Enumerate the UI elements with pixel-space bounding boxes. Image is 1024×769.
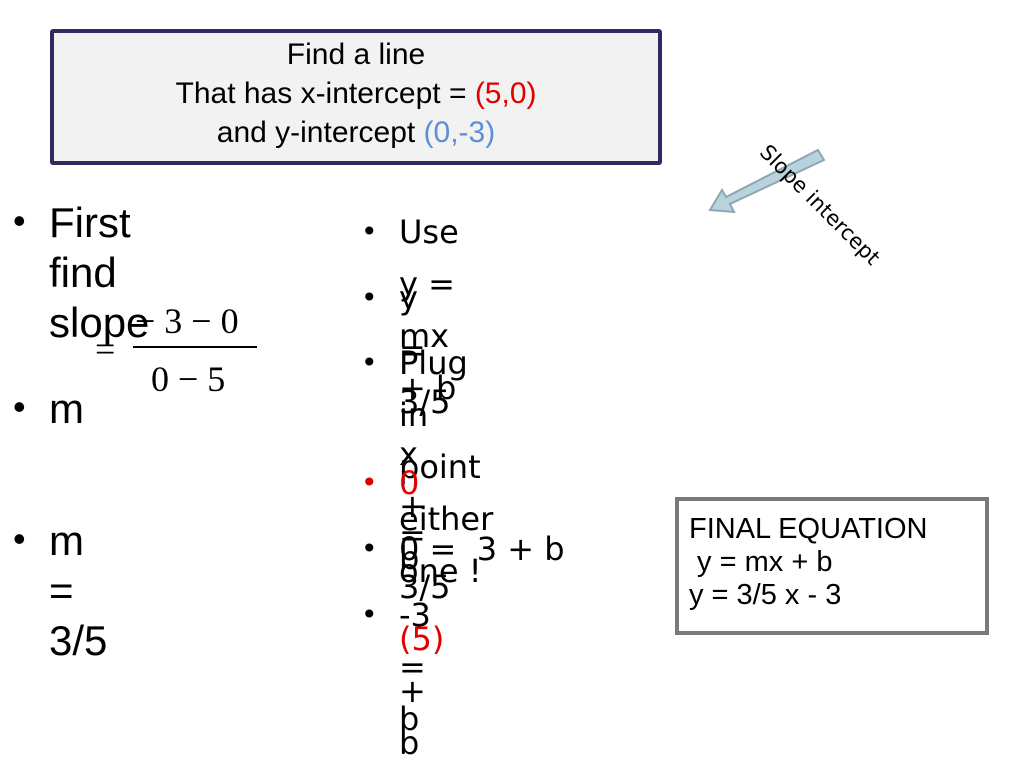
bullet-dot-icon: •: [361, 346, 378, 379]
bullet-dot-icon: •: [361, 281, 378, 314]
bullet-dot-icon: •: [13, 386, 26, 427]
either-one-text: either one !: [399, 500, 494, 590]
plug-in-text: Plug in point: [399, 344, 481, 486]
use-formula-text: Use y = mx + b: [399, 213, 459, 407]
bullet-substituted: • y = 3/5 x + b: [361, 272, 451, 584]
slope-text: slope: [49, 299, 150, 346]
fraction-bar: [133, 346, 257, 348]
bullet-dot-icon: •: [361, 598, 378, 631]
bullet-first-find-slope: • First find slope: [13, 198, 150, 348]
final-equation-result: y = 3/5 x - 3: [689, 579, 842, 611]
bullet-dot-icon: •: [13, 200, 26, 241]
x-intercept-point: (5,0): [474, 77, 537, 110]
final-equation-box: FINAL EQUATION y = mx + b y = 3/5 x - 3: [675, 497, 989, 635]
bullet-plug-in: • Plug in point either one !: [361, 337, 494, 597]
m-text: m: [49, 385, 84, 432]
bullet-use-formula: • Use y = mx + b: [361, 206, 459, 414]
bullet-m: • m: [13, 384, 84, 434]
bullet-m-value: • m = 3/5: [13, 516, 108, 666]
fraction-numerator: − 3 − 0: [135, 301, 239, 341]
bullet-dot-icon: •: [13, 518, 26, 559]
bullet-simplified: • 0 = 3 + b: [361, 523, 565, 575]
title-line-3-text: and y-intercept: [216, 116, 424, 149]
bullet-dot-icon: •: [361, 215, 378, 248]
title-line-2-text: That has x-intercept =: [175, 77, 475, 110]
slope-fraction: = − 3 − 0 0 − 5: [95, 300, 265, 400]
bullet-b-value: • -3 = b: [361, 589, 431, 745]
plugged-five: (5): [399, 620, 445, 658]
plugged-mid: = 3/5: [399, 516, 451, 606]
final-equation-heading: FINAL EQUATION: [689, 513, 928, 545]
bullet-dot-icon: •: [361, 466, 378, 499]
fraction-equals: =: [95, 329, 116, 369]
simplified-text: 0 = 3 + b: [399, 530, 565, 568]
title-line-1: Find a line: [286, 38, 426, 71]
title-line-3: and y-intercept (0,-3): [54, 113, 658, 152]
bullet-plugged-equation: • 0 = 3/5 (5) + b: [361, 457, 451, 769]
arrow-icon: [708, 148, 826, 214]
plugged-zero: 0: [399, 464, 420, 502]
b-value-text: -3 = b: [399, 596, 431, 738]
m-value-text: m = 3/5: [49, 517, 108, 664]
final-equation-form: y = mx + b: [689, 546, 833, 578]
title-box: Find a line That has x-intercept = (5,0)…: [50, 29, 662, 165]
first-find-text: First find: [49, 199, 131, 296]
y-intercept-point: (0,-3): [423, 116, 496, 149]
substituted-text: y = 3/5 x + b: [399, 279, 451, 577]
plugged-end: + b: [399, 672, 426, 762]
fraction-denominator: 0 − 5: [151, 359, 226, 399]
bullet-dot-icon: •: [361, 532, 378, 565]
title-line-2: That has x-intercept = (5,0): [54, 74, 658, 113]
